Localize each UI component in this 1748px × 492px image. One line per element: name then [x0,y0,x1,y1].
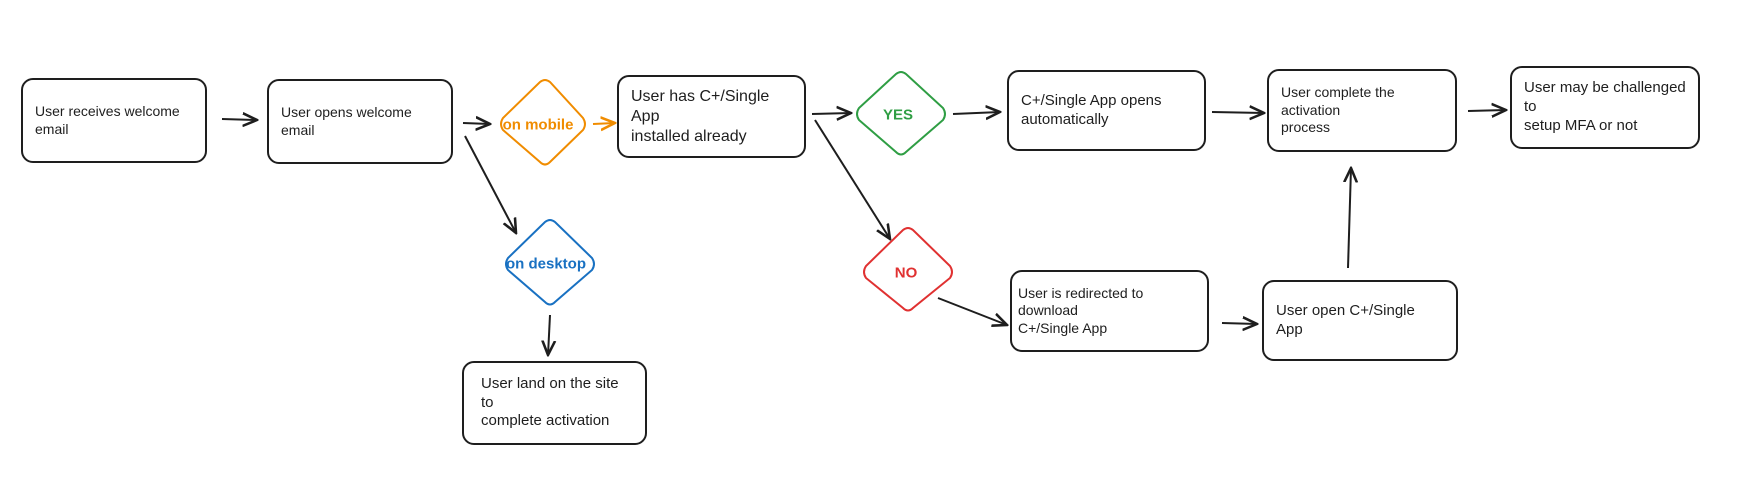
yes-diamond [856,71,946,156]
arrow-hasapp-to-no [814,119,890,239]
node-app-opens: C+/Single App opens automatically [1007,70,1206,151]
on-mobile-diamond [500,79,586,166]
node-complete-activation: User complete the activation process [1267,69,1457,152]
arrow-hasapp-to-yes [811,113,851,114]
node-open-app-label: User open C+/Single App [1276,301,1415,338]
arrow-yes-to-appopens [952,112,1000,114]
decision-no-label: NO [894,264,918,282]
node-has-app: User has C+/Single App installed already [617,75,806,158]
arrow-openapp-to-complete [1348,168,1351,269]
decision-on-mobile-label: on mobile [502,116,574,134]
node-receive-email: User receives welcome email [21,78,207,163]
node-open-email: User opens welcome email [267,79,453,164]
decision-yes-label: YES [882,106,914,124]
arrow-complete-to-mfa [1467,110,1506,111]
node-redirect-download-label: User is redirected to download C+/Single… [1018,284,1144,336]
node-complete-activation-label: User complete the activation process [1281,84,1395,136]
no-diamond [863,227,953,312]
arrow-appopens-to-complete [1211,112,1264,113]
arrow-desktop-to-land [548,314,550,355]
node-mfa: User may be challenged to setup MFA or n… [1510,66,1700,149]
arrow-receive-to-open [221,119,257,120]
node-open-app: User open C+/Single App [1262,280,1458,361]
node-open-email-label: User opens welcome email [281,104,412,138]
node-app-opens-label: C+/Single App opens automatically [1021,91,1162,128]
node-mfa-label: User may be challenged to setup MFA or n… [1524,79,1686,134]
arrow-no-to-redirect [937,297,1007,325]
node-land-site-label: User land on the site to complete activa… [481,374,619,430]
on-desktop-diamond [505,219,595,306]
arrow-redirect-to-openapp [1221,323,1257,324]
arrow-open-to-mobile [462,123,490,124]
node-receive-email-label: User receives welcome email [35,103,180,137]
decision-on-desktop-label: on desktop [505,255,587,273]
node-has-app-label: User has C+/Single App installed already [631,87,770,145]
node-redirect-download: User is redirected to download C+/Single… [1010,270,1209,352]
arrow-mobile-to-hasapp [592,123,615,124]
arrow-open-to-desktop [464,135,516,233]
node-land-site: User land on the site to complete activa… [462,361,647,445]
